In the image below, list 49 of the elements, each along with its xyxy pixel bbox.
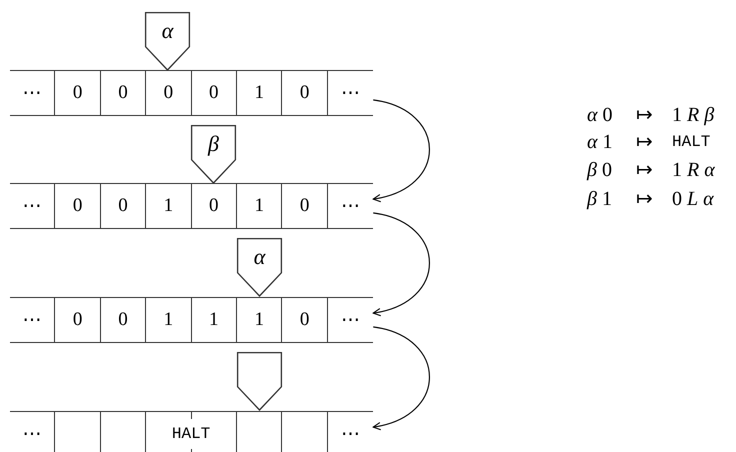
- tape-cell: 1: [192, 298, 237, 342]
- rule-condition: α 1: [587, 130, 612, 154]
- curved-arrow: [372, 326, 430, 430]
- rule-condition: β 0: [587, 158, 612, 182]
- tape-cell: ⋯: [328, 184, 374, 228]
- tape-cell: 0: [55, 298, 101, 342]
- rule-action: 1 R α: [672, 158, 715, 182]
- tape-head-pointer: α: [145, 12, 190, 70]
- tape-cell: 0: [282, 184, 328, 228]
- rule-action: 1 R β: [672, 103, 714, 127]
- tape-cell: ⋯: [328, 298, 374, 342]
- tape-cell: 1: [146, 298, 192, 342]
- rule-condition: α 0: [587, 103, 612, 127]
- tape-cell: 0: [146, 71, 192, 115]
- rule-action: HALT: [672, 132, 710, 153]
- maps-to-symbol: ↦: [636, 158, 653, 182]
- tape-cell: 1: [237, 71, 282, 115]
- tape-cell: ⋯: [10, 184, 56, 228]
- tape-strip: [10, 183, 374, 229]
- curved-arrow: [372, 99, 430, 202]
- maps-to-symbol: ↦: [636, 130, 653, 154]
- tape-cell: 0: [55, 71, 101, 115]
- tape-cell: 0: [100, 184, 146, 228]
- tape-strip: [10, 297, 374, 343]
- tape-cell: 0: [55, 184, 101, 228]
- tape-cell: ⋯: [10, 71, 56, 115]
- tape-cell: 1: [237, 184, 282, 228]
- tape-cell: 0: [100, 71, 146, 115]
- tape-cell: 0: [282, 298, 328, 342]
- tape-cell: ⋯: [10, 412, 56, 452]
- curved-arrow: [372, 212, 430, 316]
- rule-action: 0 L α: [672, 187, 714, 211]
- tape-head-pointer: [237, 352, 282, 410]
- tape-cell: 0: [192, 71, 237, 115]
- tape-cell: 0: [282, 71, 328, 115]
- maps-to-symbol: ↦: [636, 187, 653, 211]
- tape-cell: 0: [192, 184, 237, 228]
- tape-cell: ⋯: [328, 71, 374, 115]
- maps-to-symbol: ↦: [636, 103, 653, 127]
- tape-cell: ⋯: [328, 412, 374, 452]
- tape-cell: 1: [237, 298, 282, 342]
- rule-condition: β 1: [587, 187, 612, 211]
- tape-cell: 1: [146, 184, 192, 228]
- tape-cell: ⋯: [10, 298, 56, 342]
- tape-strip: [10, 70, 374, 116]
- tape-cell: 0: [100, 298, 146, 342]
- tape-head-pointer: β: [191, 125, 236, 183]
- tape-head-pointer: α: [237, 238, 282, 296]
- tape-strip: [10, 411, 374, 452]
